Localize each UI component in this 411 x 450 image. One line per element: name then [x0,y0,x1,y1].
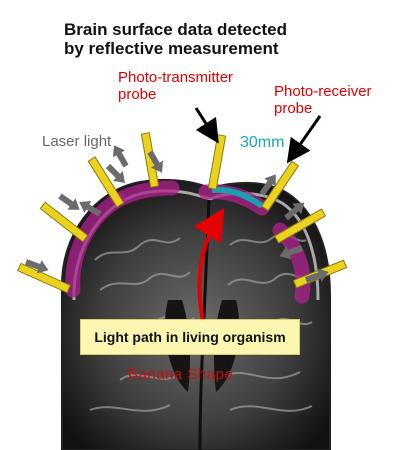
banana-shape-label: Banana Shape [128,366,234,383]
laser-arrow-icon [58,193,80,210]
light-path-label: Light path in living organism [80,319,300,355]
receiver-line-1: Photo-receiver [274,83,372,100]
probe-3 [87,156,125,208]
laser-arrow-icon [79,200,102,217]
laser-arrow-icon [105,163,125,183]
title-line-2: by reflective measurement [64,39,279,58]
probe-7 [273,208,327,244]
banana-light-path-arrow [193,207,225,331]
laser-arrow-icon [24,259,49,274]
probe-transmitter [207,134,227,190]
receiver-line-2: probe [274,100,313,117]
diagram-title: Brain surface data detected by reflectiv… [64,20,287,58]
probe-2 [39,201,89,243]
pointer-arrow-icon [286,115,322,164]
laser-arrow-icon [147,150,164,173]
distance-label: 30mm [240,134,285,151]
transmitter-line-1: Photo-transmitter [118,69,234,86]
laser-arrow-icon [259,174,276,196]
laser-arrow-icon [304,268,329,283]
pointer-arrow-icon [194,107,219,144]
laser-arrows [24,145,329,283]
receiver-label: Photo-receiver probe [274,83,372,117]
laser-arrow-icon [112,145,129,168]
laser-arrow-icon [284,202,305,221]
transmitter-line-2: probe [118,86,157,103]
probe-receiver [260,160,300,212]
measurement-zone-top-left [114,180,180,206]
title-line-1: Brain surface data detected [64,20,287,39]
probe-1 [17,262,71,294]
laser-arrow-icon [279,245,304,260]
laser-light-label: Laser light [42,133,112,150]
transmitter-label: Photo-transmitter probe [118,69,233,103]
